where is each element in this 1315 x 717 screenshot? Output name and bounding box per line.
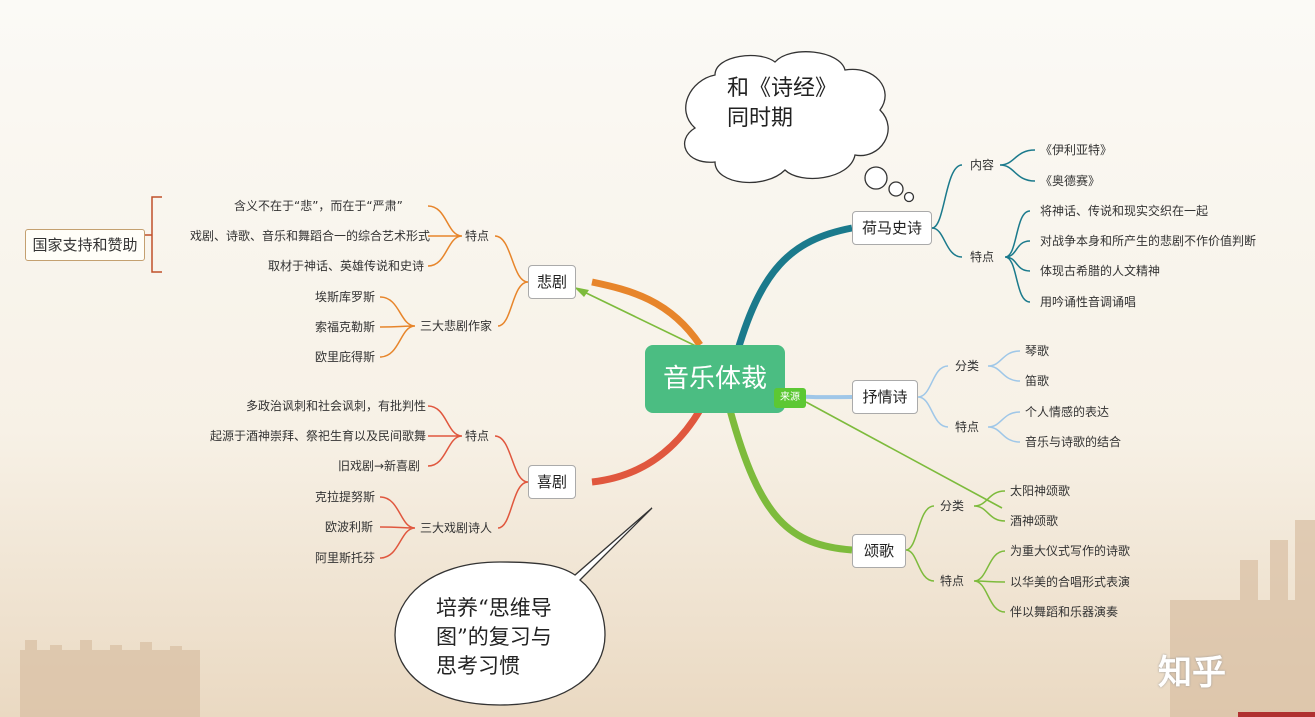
tragedy-feature-2[interactable]: 戏剧、诗歌、音乐和舞蹈合一的综合艺术形式 bbox=[190, 229, 431, 243]
lyric-class-2[interactable]: 笛歌 bbox=[1025, 374, 1050, 388]
hymn-class-1[interactable]: 太阳神颂歌 bbox=[1010, 484, 1071, 498]
speech-callout bbox=[394, 507, 653, 706]
central-topic[interactable]: 音乐体裁 bbox=[645, 345, 785, 413]
comedy-feature-1[interactable]: 多政治讽刺和社会讽刺，有批判性 bbox=[246, 399, 427, 413]
homer-feature-4[interactable]: 用吟诵性音调诵唱 bbox=[1040, 295, 1137, 309]
node-comedy[interactable]: 喜剧 bbox=[528, 465, 576, 499]
tragedy-author-2[interactable]: 索福克勒斯 bbox=[315, 320, 376, 334]
hymn-feature-label[interactable]: 特点 bbox=[940, 574, 965, 588]
comedy-authors-label[interactable]: 三大戏剧诗人 bbox=[420, 521, 493, 535]
comedy-author-2[interactable]: 欧波利斯 bbox=[325, 520, 374, 534]
side-note-box: 国家支持和赞助 bbox=[25, 229, 145, 261]
homer-content-1[interactable]: 《伊利亚特》 bbox=[1040, 143, 1113, 157]
hymn-feature-2[interactable]: 以华美的合唱形式表演 bbox=[1010, 575, 1131, 589]
comedy-feature-2[interactable]: 起源于酒神崇拜、祭祀生育以及民间歌舞 bbox=[210, 429, 427, 443]
lyric-class-1[interactable]: 琴歌 bbox=[1025, 344, 1050, 358]
tragedy-feature-1[interactable]: 含义不在于“悲”，而在于“严肃” bbox=[234, 199, 403, 213]
tragedy-feature-3[interactable]: 取材于神话、英雄传说和史诗 bbox=[268, 259, 425, 273]
homer-content-2[interactable]: 《奥德赛》 bbox=[1040, 174, 1101, 188]
source-tag[interactable]: 来源 bbox=[774, 388, 806, 408]
tragedy-authors-label[interactable]: 三大悲剧作家 bbox=[420, 319, 493, 333]
callout-top-line1: 和《诗经》 bbox=[727, 76, 838, 101]
homer-feature-label[interactable]: 特点 bbox=[970, 250, 995, 264]
comedy-author-3[interactable]: 阿里斯托芬 bbox=[315, 551, 376, 565]
homer-feature-3[interactable]: 体现古希腊的人文精神 bbox=[1040, 264, 1161, 278]
tragedy-feature-label[interactable]: 特点 bbox=[465, 229, 490, 243]
zhihu-watermark: 知乎 bbox=[1158, 653, 1226, 693]
lyric-feature-1[interactable]: 个人情感的表达 bbox=[1025, 405, 1110, 419]
comedy-author-1[interactable]: 克拉提努斯 bbox=[315, 490, 376, 504]
comedy-feature-label[interactable]: 特点 bbox=[465, 429, 490, 443]
node-lyric[interactable]: 抒情诗 bbox=[852, 380, 918, 414]
tragedy-author-3[interactable]: 欧里庇得斯 bbox=[315, 350, 376, 364]
callout-bottom-line2: 图”的复习与 bbox=[436, 625, 552, 649]
node-homer[interactable]: 荷马史诗 bbox=[852, 211, 932, 245]
homer-feature-2[interactable]: 对战争本身和所产生的悲剧不作价值判断 bbox=[1040, 234, 1257, 248]
homer-content-label[interactable]: 内容 bbox=[970, 158, 995, 172]
lyric-class-label[interactable]: 分类 bbox=[955, 359, 980, 373]
hymn-feature-1[interactable]: 为重大仪式写作的诗歌 bbox=[1010, 544, 1131, 558]
hymn-class-label[interactable]: 分类 bbox=[940, 499, 965, 513]
lyric-feature-2[interactable]: 音乐与诗歌的结合 bbox=[1025, 435, 1122, 449]
cloud-callout bbox=[683, 51, 915, 203]
node-tragedy[interactable]: 悲剧 bbox=[528, 265, 576, 299]
comedy-feature-3[interactable]: 旧戏剧→新喜剧 bbox=[338, 459, 421, 473]
hymn-class-2[interactable]: 酒神颂歌 bbox=[1010, 514, 1059, 528]
hymn-feature-3[interactable]: 伴以舞蹈和乐器演奏 bbox=[1010, 605, 1119, 619]
callout-top-line2: 同时期 bbox=[727, 106, 794, 131]
tragedy-author-1[interactable]: 埃斯库罗斯 bbox=[315, 290, 376, 304]
callout-bottom-line3: 思考习惯 bbox=[436, 654, 520, 678]
node-hymn[interactable]: 颂歌 bbox=[852, 534, 906, 568]
homer-feature-1[interactable]: 将神话、传说和现实交织在一起 bbox=[1040, 204, 1209, 218]
callout-bottom-line1: 培养“思维导 bbox=[436, 596, 552, 620]
lyric-feature-label[interactable]: 特点 bbox=[955, 420, 980, 434]
